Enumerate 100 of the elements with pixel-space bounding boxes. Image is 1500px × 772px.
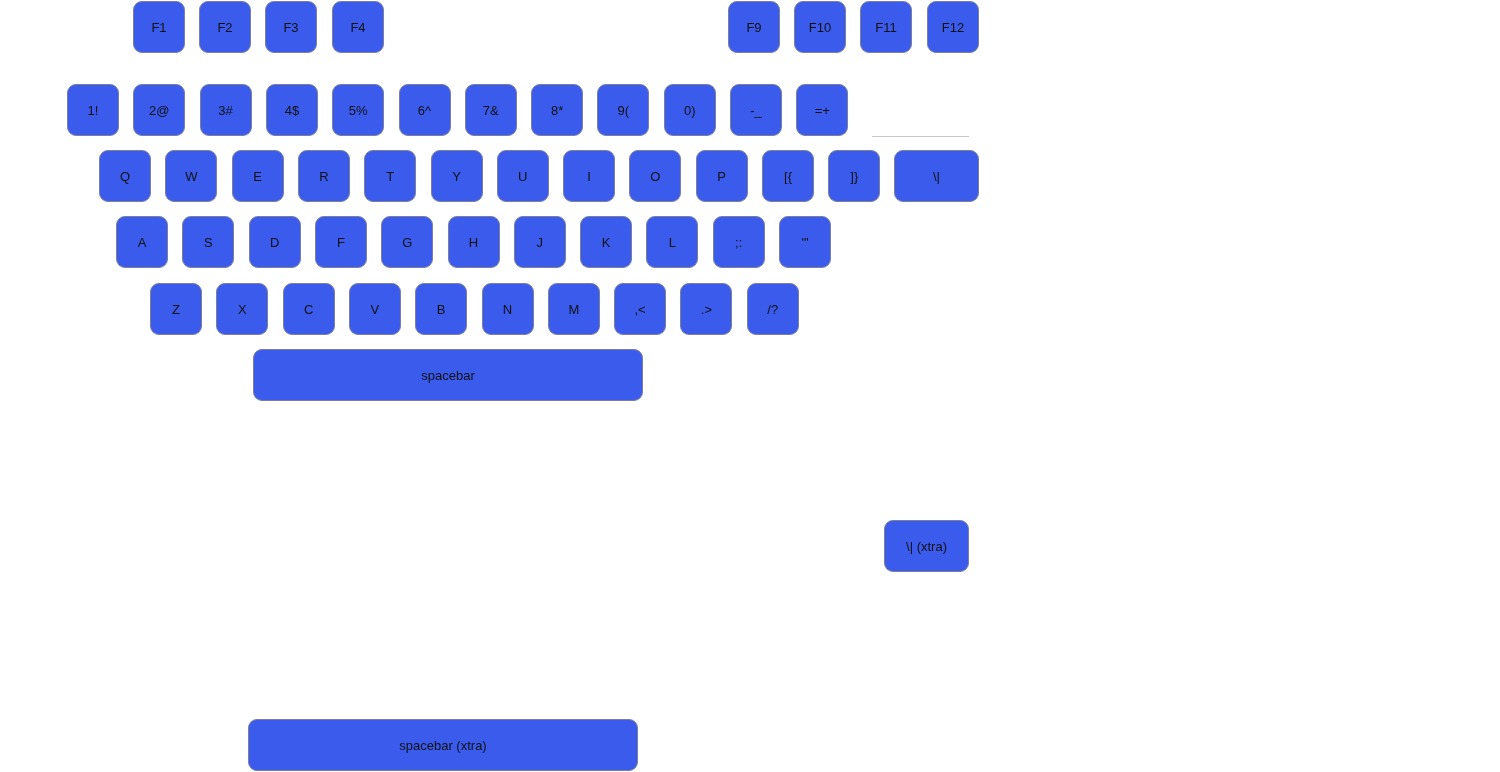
key-label: K [601, 234, 611, 250]
key-label: R [319, 168, 329, 184]
key-label: -_ [750, 102, 762, 118]
key-label: V [370, 301, 380, 317]
key-label: W [185, 168, 198, 184]
key-label: 7& [482, 102, 499, 118]
keyboard-key [646, 216, 699, 268]
keyboard-key [415, 283, 468, 335]
keyboard-key [216, 283, 269, 335]
keyboard-key [794, 1, 846, 53]
key-label: S [203, 234, 213, 250]
key-label: ]} [850, 168, 859, 184]
keyboard-key [629, 150, 682, 202]
key-label: F9 [746, 19, 762, 35]
key-label: \| [933, 168, 940, 184]
key-label: 9( [617, 102, 630, 118]
keyboard-key [563, 150, 616, 202]
keyboard-key [430, 150, 483, 202]
keyboard-key [332, 1, 384, 53]
key-label: F10 [808, 19, 832, 35]
keyboard-key [796, 84, 849, 136]
key-label: E [253, 168, 262, 184]
key-label: D [269, 234, 280, 250]
keyboard-key [513, 216, 566, 268]
key-label: A [137, 234, 147, 250]
key-label: F3 [283, 19, 299, 35]
key-label: ;: [735, 234, 743, 250]
key-label: P [717, 168, 726, 184]
key-label: Z [172, 301, 180, 317]
keyboard-key [231, 150, 284, 202]
keyboard-key [99, 150, 151, 202]
keyboard-key [547, 283, 600, 335]
keyboard-key [133, 84, 186, 136]
keyboard-key [695, 150, 748, 202]
key-label: 3# [218, 102, 233, 118]
keyboard-key [680, 283, 733, 335]
key-label: ,< [634, 301, 646, 317]
keyboard-key [746, 283, 799, 335]
keyboard-key [884, 520, 969, 572]
keyboard-key [314, 216, 367, 268]
key-label: G [402, 234, 413, 250]
keyboard-key [779, 216, 831, 268]
keyboard-key [150, 283, 202, 335]
keyboard-key [860, 1, 912, 53]
keyboard-key [481, 283, 534, 335]
keyboard-key [762, 150, 814, 202]
keyboard-key [597, 84, 650, 136]
key-label: 8* [550, 102, 564, 118]
keyboard-key [663, 84, 716, 136]
keyboard-key [496, 150, 549, 202]
key-label: '" [801, 234, 809, 250]
key-label: I [587, 168, 591, 184]
keyboard-key [265, 84, 318, 136]
key-label: 6^ [417, 102, 432, 118]
key-label: /? [767, 301, 779, 317]
keyboard-key [199, 84, 252, 136]
key-label: H [468, 234, 479, 250]
key-label: 1! [87, 102, 99, 118]
key-label: \| (xtra) [906, 538, 947, 554]
keyboard-key [712, 216, 765, 268]
key-label: Y [452, 168, 461, 184]
keyboard-key [894, 150, 979, 202]
key-label: F12 [941, 19, 965, 35]
key-label: F11 [875, 19, 897, 35]
keyboard-key [248, 216, 301, 268]
keyboard-key [199, 1, 251, 53]
keyboard-key [67, 84, 119, 136]
key-label: spacebar (xtra) [399, 737, 487, 753]
keyboard-key [282, 283, 335, 335]
key-label: J [536, 234, 544, 250]
key-label: .> [700, 301, 712, 317]
key-label: O [650, 168, 661, 184]
keyboard-key [332, 84, 385, 136]
key-label: 4$ [284, 102, 300, 118]
key-label: 2@ [149, 102, 170, 118]
keyboard-key [927, 1, 979, 53]
keyboard-key [182, 216, 235, 268]
keyboard-key [730, 84, 782, 136]
keyboard-key [447, 216, 500, 268]
key-label: B [436, 301, 446, 317]
key-label: 0) [683, 102, 696, 118]
keyboard-key [348, 283, 401, 335]
keyboard-key [364, 150, 417, 202]
key-label: F2 [217, 19, 233, 35]
keyboard-key [297, 150, 350, 202]
key-label: [{ [784, 168, 792, 184]
keyboard-key [614, 283, 667, 335]
keyboard-key [381, 216, 434, 268]
key-label: 5% [348, 102, 368, 118]
keyboard-key [165, 150, 218, 202]
keyboard-key [133, 1, 185, 53]
keyboard-key [398, 84, 451, 136]
key-label: M [568, 301, 580, 317]
keyboard-key [253, 349, 643, 401]
key-label: Q [119, 168, 131, 184]
keyboard-key [828, 150, 881, 202]
keyboard-key [265, 1, 317, 53]
keyboard-key [580, 216, 633, 268]
key-label: L [668, 234, 676, 250]
keyboard-key [248, 719, 638, 771]
